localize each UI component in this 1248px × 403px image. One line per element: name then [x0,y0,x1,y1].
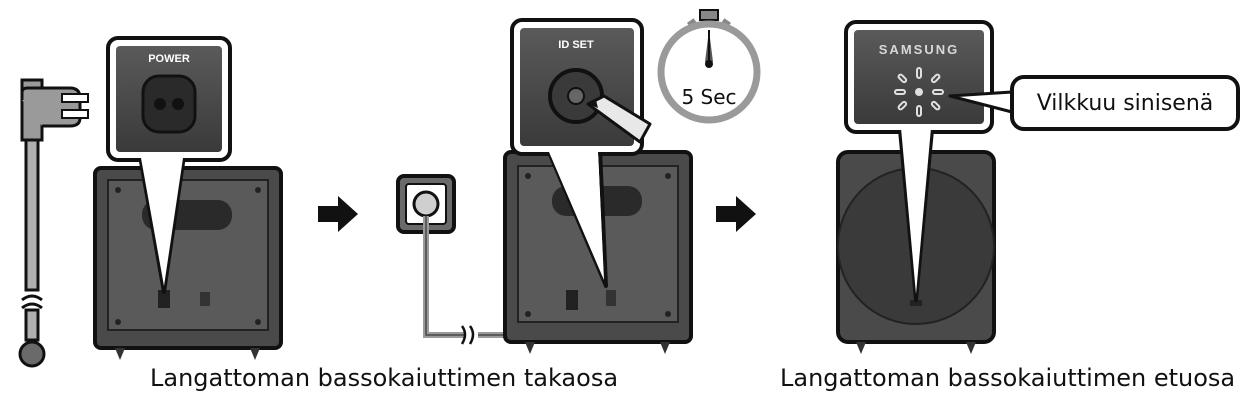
arrow-right-icon [318,196,358,232]
caption-front: Langattoman bassokaiuttimen etuosa [780,364,1236,392]
power-plug-icon [18,78,89,368]
led-blink-icon [894,67,944,117]
blink-status-text: Vilkkuu sinisenä [1036,90,1214,116]
arrow-right-icon [716,196,756,232]
subwoofer-back-1 [93,166,283,360]
brand-label: SAMSUNG [879,42,959,57]
blink-status-bubble: Vilkkuu sinisenä [1010,75,1240,131]
id-set-callout [510,18,644,288]
power-label: POWER [148,53,190,65]
caption-back: Langattoman bassokaiuttimen takaosa [150,364,619,392]
timer-label: 5 Sec [681,85,736,109]
stopwatch-icon [657,9,761,124]
pen-icon [586,94,652,144]
power-socket-callout [106,36,232,294]
id-set-label: ID SET [558,39,594,51]
